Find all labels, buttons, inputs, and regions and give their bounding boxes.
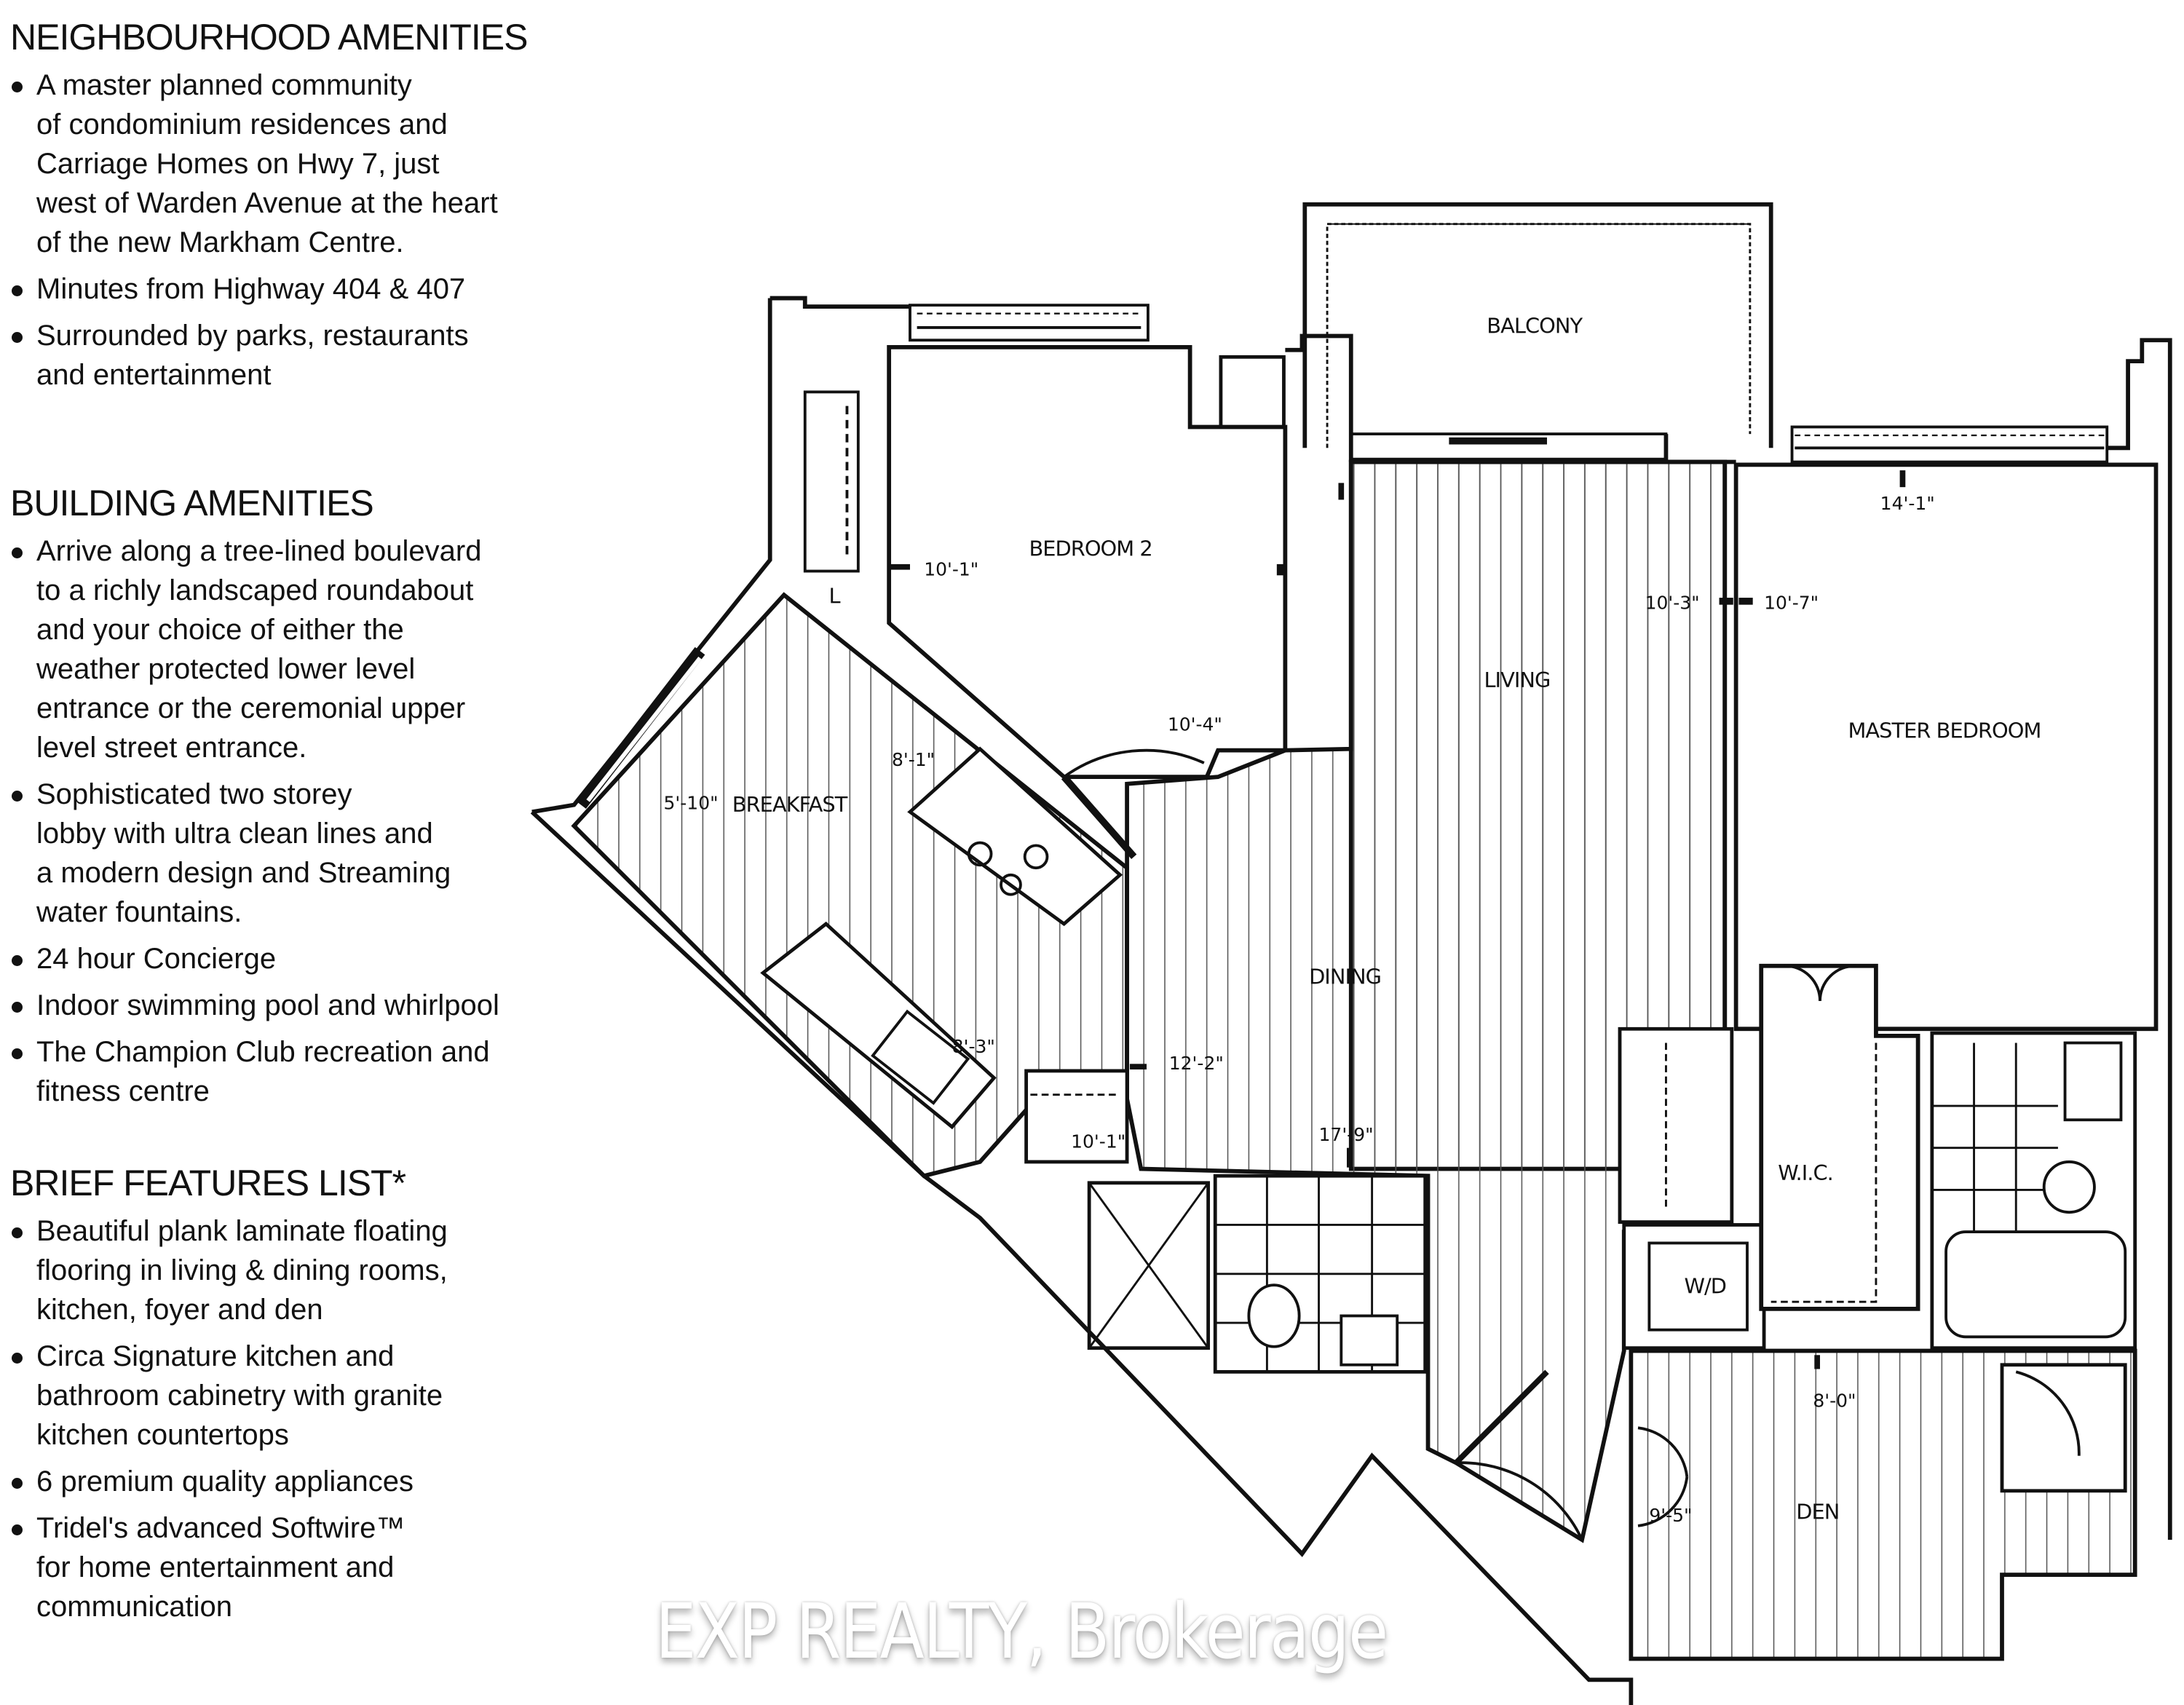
breakfast-width-dim: 5'-10" xyxy=(664,792,719,813)
list-item: The Champion Club recreation and fitness… xyxy=(10,1032,499,1111)
dining-label: DINING xyxy=(1309,965,1381,989)
section-brief-features-list: BRIEF FEATURES LIST* Beautiful plank lam… xyxy=(10,1162,448,1634)
bedroom2-length-dim: 10'-4" xyxy=(1168,714,1222,735)
list-item: Circa Signature kitchen and bathroom cab… xyxy=(10,1337,448,1455)
linen-closet-label: L xyxy=(828,584,840,609)
dining-length-dim: 17'-9" xyxy=(1319,1124,1374,1145)
list-item: Tridel's advanced Softwire™ for home ent… xyxy=(10,1508,448,1626)
kitchen-length-dim: 8'-3" xyxy=(952,1036,995,1057)
brokerage-watermark: EXP REALTY, Brokerage xyxy=(655,1587,1388,1676)
bullet-list: Beautiful plank laminate floating floori… xyxy=(10,1211,448,1626)
section-title: BRIEF FEATURES LIST* xyxy=(10,1163,406,1203)
den-width-dim: 9'-5" xyxy=(1649,1505,1692,1526)
den-label: DEN xyxy=(1796,1499,1839,1524)
list-item: Sophisticated two storey lobby with ultr… xyxy=(10,775,499,932)
bullet-list: A master planned community of condominiu… xyxy=(10,66,527,395)
breakfast-label: BREAKFAST xyxy=(732,792,848,817)
list-item: 24 hour Concierge xyxy=(10,939,499,978)
master-bedroom-label: MASTER BEDROOM xyxy=(1848,718,2041,743)
list-item: Surrounded by parks, restaurants and ent… xyxy=(10,316,527,395)
section-neighbourhood-amenities: NEIGHBOURHOOD AMENITIES A master planned… xyxy=(10,16,528,402)
kitchen-width-dim: 8'-1" xyxy=(892,749,935,770)
list-item: 6 premium quality appliances xyxy=(10,1462,448,1501)
list-item: Minutes from Highway 404 & 407 xyxy=(10,269,527,309)
bedroom2-width-dim: 10'-1" xyxy=(924,558,978,579)
master-width-dim: 10'-7" xyxy=(1764,592,1819,613)
section-building-amenities: BUILDING AMENITIES Arrive along a tree-l… xyxy=(10,482,499,1118)
section-title: BUILDING AMENITIES xyxy=(10,483,374,523)
living-label: LIVING xyxy=(1484,668,1550,692)
list-item: Beautiful plank laminate floating floori… xyxy=(10,1211,448,1329)
amenities-sidebar: NEIGHBOURHOOD AMENITIES A master planned… xyxy=(0,0,582,1705)
living-width-dim: 10'-3" xyxy=(1645,592,1700,613)
bedroom-2-label: BEDROOM 2 xyxy=(1029,536,1152,561)
wic-label: W.I.C. xyxy=(1778,1160,1833,1185)
dining-width-dim: 12'-2" xyxy=(1169,1053,1224,1074)
list-item: Arrive along a tree-lined boulevard to a… xyxy=(10,531,499,767)
walk-in-closet xyxy=(1759,963,1920,1311)
list-item: A master planned community of condominiu… xyxy=(10,66,527,262)
bedroom-2 xyxy=(887,344,1288,780)
den-length-dim: 8'-0" xyxy=(1813,1390,1856,1411)
bullet-list: Arrive along a tree-lined boulevard to a… xyxy=(10,531,499,1111)
section-title: NEIGHBOURHOOD AMENITIES xyxy=(10,17,528,58)
master-bedroom xyxy=(1733,462,2159,1032)
wd-label: W/D xyxy=(1684,1274,1726,1299)
balcony-label: BALCONY xyxy=(1487,314,1583,339)
list-item: Indoor swimming pool and whirlpool xyxy=(10,986,499,1025)
foyer-width-dim: 10'-1" xyxy=(1071,1131,1125,1152)
master-length-dim: 14'-1" xyxy=(1880,493,1935,514)
